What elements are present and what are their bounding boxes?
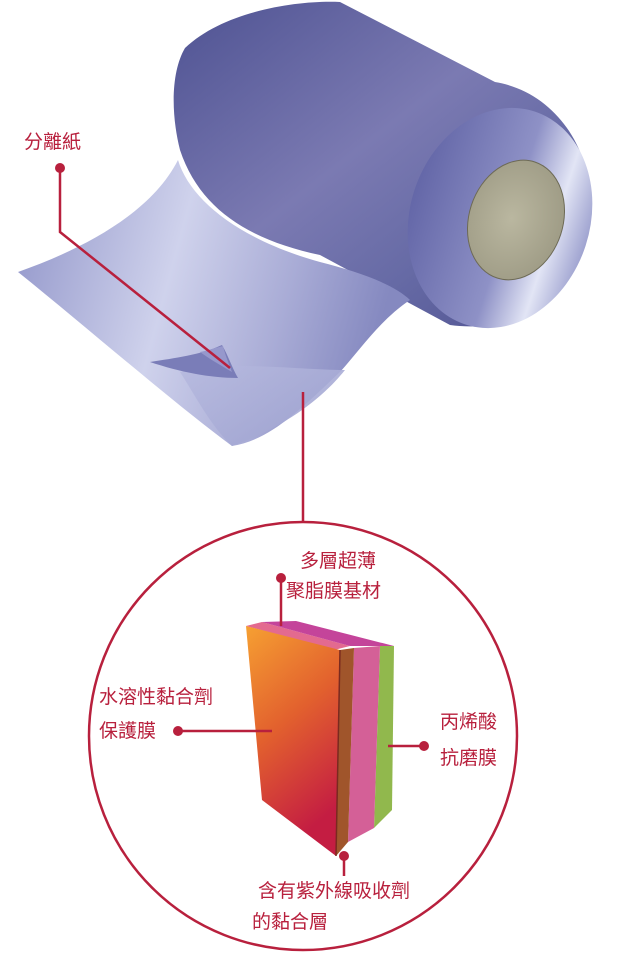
uv-adhesive-callout: 含有紫外線吸收劑 的黏合層 [252, 851, 410, 933]
water-soluble-label-line2: 保護膜 [99, 720, 156, 742]
polyester-layer-side [348, 646, 380, 842]
protective-film-front [246, 626, 340, 856]
release-paper-curl-highlight [200, 346, 232, 372]
multilayer-base-callout: 多層超薄 聚脂膜基材 [276, 550, 381, 626]
top-face-front [246, 622, 350, 650]
magnifier-circle [87, 520, 519, 952]
multilayer-base-label-line1: 多層超薄 [300, 550, 376, 572]
acrylic-callout: 丙烯酸 抗磨膜 [388, 711, 497, 769]
acrylic-label-line1: 丙烯酸 [440, 711, 497, 733]
acrylic-label-line2: 抗磨膜 [440, 747, 497, 769]
acrylic-layer-side [374, 646, 394, 828]
top-face-back [262, 621, 394, 646]
uv-adhesive-label-line2: 的黏合層 [252, 911, 328, 933]
layer-stack [246, 621, 394, 857]
film-underside [180, 366, 345, 446]
release-paper-label: 分離紙 [24, 131, 81, 153]
water-soluble-label-line1: 水溶性黏合劑 [99, 686, 213, 708]
multilayer-base-label-line2: 聚脂膜基材 [286, 580, 381, 602]
uv-adhesive-label-line1: 含有紫外線吸收劑 [258, 880, 410, 902]
water-soluble-callout: 水溶性黏合劑 保護膜 [99, 686, 272, 742]
roll-core [466, 159, 566, 281]
adhesive-layer-side [336, 648, 354, 856]
film-roll [18, 1, 593, 446]
release-paper-callout: 分離紙 [24, 131, 231, 369]
